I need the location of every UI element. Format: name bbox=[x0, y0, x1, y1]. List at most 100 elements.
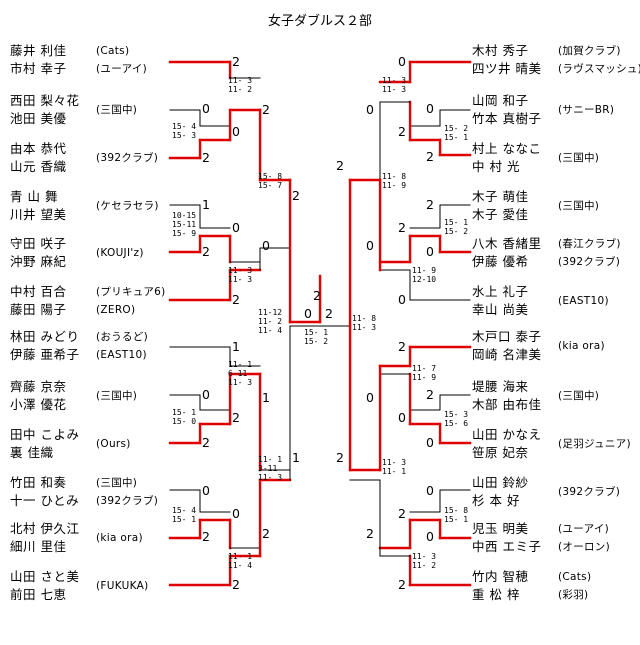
score-28: 0 bbox=[426, 101, 434, 116]
right-entry-6-player-1: 水上 礼子 bbox=[472, 284, 529, 299]
score-45: 0 bbox=[426, 529, 434, 544]
score-42: 2 bbox=[366, 526, 374, 541]
score-5: 1 bbox=[202, 197, 210, 212]
left-entry-8-player-1: 齊藤 京奈 bbox=[10, 379, 67, 394]
score-2: 0 bbox=[202, 101, 210, 116]
game-score-20: 15- 3 15- 6 bbox=[444, 410, 469, 428]
left-entry-11-player-2: 細川 里佳 bbox=[10, 539, 67, 554]
right-entry-2-player-1: 山岡 和子 bbox=[472, 93, 529, 108]
right-entry-4-player-1: 木子 萌佳 bbox=[472, 189, 529, 204]
score-39: 0 bbox=[398, 410, 406, 425]
score-17: 2 bbox=[202, 529, 210, 544]
game-score-22: 15- 8 15- 1 bbox=[444, 506, 469, 524]
left-entry-12-player-2: 前田 七恵 bbox=[10, 587, 67, 602]
score-9: 0 bbox=[262, 238, 270, 253]
score-1: 2 bbox=[232, 54, 240, 69]
score-20: 1 bbox=[292, 450, 300, 465]
right-entry-5-club-1: (春江クラブ) bbox=[558, 238, 621, 250]
left-entry-3-player-1: 由本 恭代 bbox=[10, 141, 67, 156]
right-entry-12-club-1: (Cats) bbox=[558, 571, 592, 583]
game-score-4: 10-15 15-11 15- 9 bbox=[172, 211, 197, 238]
score-37: 2 bbox=[336, 450, 344, 465]
game-score-19: 11- 7 11- 9 bbox=[412, 364, 437, 382]
score-43: 2 bbox=[398, 506, 406, 521]
game-score-17: 11- 9 12-10 bbox=[412, 266, 437, 284]
right-entry-3-player-2: 中 村 光 bbox=[472, 159, 520, 174]
score-22: 2 bbox=[292, 188, 300, 203]
left-entry-11-club-1: (kia ora) bbox=[96, 532, 143, 544]
game-score-1: 11- 3 11- 2 bbox=[228, 76, 253, 94]
left-entry-9-club-1: (Ours) bbox=[96, 438, 131, 450]
left-entry-5-player-1: 守田 咲子 bbox=[10, 236, 67, 251]
left-entry-12-player-1: 山田 さと美 bbox=[10, 569, 80, 584]
right-entry-7-player-1: 木戸口 泰子 bbox=[472, 329, 542, 344]
game-score-3: 15- 8 15- 7 bbox=[258, 172, 283, 190]
right-entry-5-player-2: 伊藤 優希 bbox=[472, 254, 529, 269]
left-entry-10-player-2: 十一 ひとみ bbox=[10, 493, 80, 508]
game-score-11: 11- 1 11- 4 bbox=[228, 552, 253, 570]
right-entry-4-player-2: 木子 愛佳 bbox=[472, 207, 529, 222]
page-title: 女子ダブルス２部 bbox=[267, 14, 372, 29]
game-score-8: 15- 1 15- 0 bbox=[172, 408, 197, 426]
score-47: 2 bbox=[313, 288, 321, 303]
left-entry-6-club-2: (ZERO) bbox=[96, 304, 136, 316]
right-entry-8-club-1: (三国中) bbox=[558, 390, 600, 402]
left-entry-3-player-2: 山元 香織 bbox=[10, 159, 67, 174]
score-26: 0 bbox=[366, 102, 374, 117]
left-entry-6-club-1: (プリキュア6) bbox=[96, 286, 166, 298]
score-19: 1 bbox=[262, 390, 270, 405]
game-score-16: 15- 1 15- 2 bbox=[444, 218, 469, 236]
game-score-13: 11- 3 11- 3 bbox=[382, 76, 407, 94]
score-15: 2 bbox=[202, 435, 210, 450]
left-entry-5-player-2: 沖野 麻紀 bbox=[10, 254, 67, 269]
right-entry-11-player-1: 児玉 明美 bbox=[472, 521, 529, 536]
right-entry-5-club-2: (392クラブ) bbox=[558, 256, 621, 268]
game-score-14: 15- 2 15- 1 bbox=[444, 124, 469, 142]
right-entry-6-club-1: (EAST10) bbox=[558, 295, 609, 307]
right-entry-1-player-2: 四ツ井 晴美 bbox=[472, 61, 542, 76]
left-entry-1-club-2: (ユーアイ) bbox=[96, 63, 148, 75]
score-36: 2 bbox=[398, 339, 406, 354]
game-score-12: 15- 1 15- 2 bbox=[304, 328, 329, 346]
score-41: 0 bbox=[426, 435, 434, 450]
left-entry-7-club-2: (EAST10) bbox=[96, 349, 147, 361]
left-entry-4-player-1: 青 山 舞 bbox=[10, 189, 58, 204]
score-24: 2 bbox=[325, 306, 333, 321]
right-entry-12-player-2: 重 松 梓 bbox=[472, 587, 520, 602]
right-entry-1-player-1: 木村 秀子 bbox=[472, 43, 529, 58]
score-35: 0 bbox=[398, 292, 406, 307]
right-entry-2-player-2: 竹本 真樹子 bbox=[472, 111, 542, 126]
right-entry-12-player-1: 竹内 智穂 bbox=[472, 569, 529, 584]
left-entry-1-club-1: (Cats) bbox=[96, 45, 130, 57]
score-4: 2 bbox=[202, 150, 210, 165]
game-score-21: 11- 3 11- 1 bbox=[382, 458, 407, 476]
left-entry-3-club-1: (392クラブ) bbox=[96, 152, 159, 164]
score-32: 2 bbox=[398, 220, 406, 235]
left-entry-10-player-1: 竹田 和奏 bbox=[10, 475, 67, 490]
score-16: 0 bbox=[232, 506, 240, 521]
left-entry-1-player-1: 藤井 利佳 bbox=[10, 43, 67, 58]
right-entry-2-club-1: (サニーBR) bbox=[558, 104, 615, 116]
right-entry-6-player-2: 幸山 尚美 bbox=[472, 302, 529, 317]
left-entry-4-player-2: 川井 望美 bbox=[10, 207, 67, 222]
right-entry-11-club-2: (オーロン) bbox=[558, 541, 610, 553]
score-33: 2 bbox=[426, 197, 434, 212]
score-40: 2 bbox=[426, 387, 434, 402]
score-25: 0 bbox=[398, 54, 406, 69]
right-entry-11-player-2: 中西 エミ子 bbox=[472, 539, 542, 554]
left-entry-9-player-2: 裏 佳織 bbox=[10, 445, 54, 460]
right-entry-1-club-1: (加賀クラブ) bbox=[558, 45, 621, 57]
right-entry-3-club-1: (三国中) bbox=[558, 152, 600, 164]
right-entry-10-player-1: 山田 鈴紗 bbox=[472, 475, 529, 490]
left-entry-8-club-1: (三国中) bbox=[96, 390, 138, 402]
score-13: 2 bbox=[232, 410, 240, 425]
right-entry-9-player-1: 山田 かなえ bbox=[472, 427, 542, 442]
score-11: 1 bbox=[232, 339, 240, 354]
right-entry-1-club-2: (ラヴスマッシュ) bbox=[558, 63, 640, 75]
score-30: 2 bbox=[336, 158, 344, 173]
game-score-2: 15- 4 15- 3 bbox=[172, 122, 197, 140]
score-44: 0 bbox=[426, 483, 434, 498]
score-34: 0 bbox=[426, 244, 434, 259]
left-entry-8-player-2: 小澤 優花 bbox=[10, 397, 67, 412]
